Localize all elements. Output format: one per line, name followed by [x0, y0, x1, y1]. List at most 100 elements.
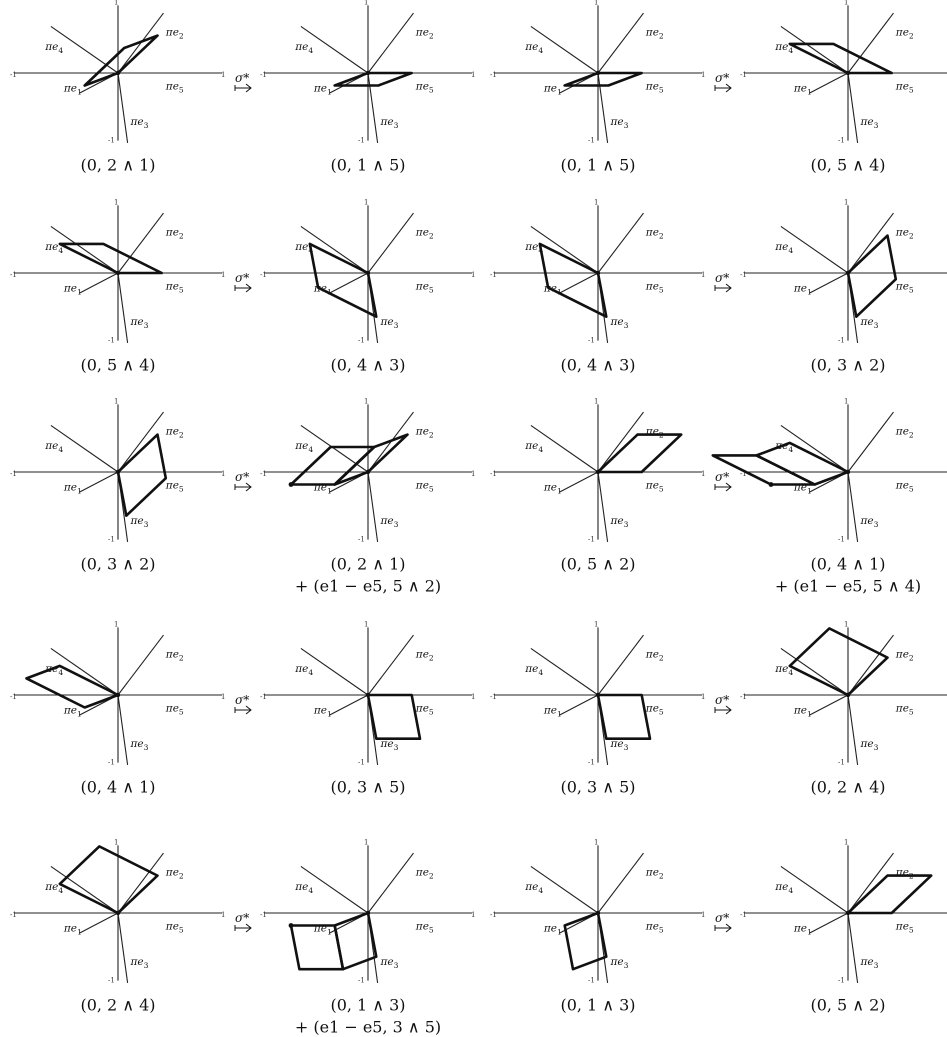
origin-dot	[365, 270, 371, 276]
tick-label: -1	[740, 71, 747, 79]
tick-label: 1	[594, 198, 598, 206]
panel-caption: (0, 3 ∧ 5)	[330, 778, 405, 797]
vector-label-e2: πe2	[415, 648, 434, 662]
vector-label-e1: πe1	[543, 923, 562, 937]
vector-label-e2: πe2	[895, 866, 914, 880]
tick-label: 1	[221, 693, 225, 701]
translated-rhombus-tile	[711, 454, 817, 486]
rhombus-tile	[846, 874, 933, 915]
tick-label: -1	[108, 137, 115, 145]
tick-label: 1	[471, 693, 475, 701]
tick-label: -1	[260, 470, 267, 478]
origin-dot	[595, 910, 601, 916]
tick-label: 1	[471, 911, 475, 919]
vector-label-e5: πe5	[415, 921, 434, 935]
tick-label: 1	[701, 71, 705, 79]
sigma-star-arrow-label: σ*	[235, 470, 249, 484]
panel-caption: (0, 4 ∧ 1)	[80, 778, 155, 797]
tick-label: -1	[108, 337, 115, 345]
vector-label-e3: πe3	[610, 316, 629, 330]
vector-label-e3: πe3	[130, 116, 149, 130]
tick-label: 1	[221, 911, 225, 919]
basis-ray-e2	[847, 212, 894, 274]
vector-label-e5: πe5	[165, 703, 184, 717]
basis-ray-e2	[117, 411, 164, 473]
basis-ray-e2	[847, 852, 894, 914]
sigma-star-arrow-label: σ*	[715, 271, 729, 285]
tick-label: 1	[471, 71, 475, 79]
basis-ray-e4	[50, 865, 119, 914]
tick-label: -1	[588, 137, 595, 145]
tick-label: -1	[10, 71, 17, 79]
basis-ray-e4	[780, 25, 849, 74]
origin-dot	[845, 70, 851, 76]
translated-rhombus-tile	[289, 924, 345, 971]
origin-dot	[595, 469, 601, 475]
vector-label-e3: πe3	[860, 316, 879, 330]
origin-dot	[365, 70, 371, 76]
tick-label: -1	[10, 470, 17, 478]
sigma-star-arrow	[714, 923, 732, 933]
basis-ray-e3	[847, 912, 859, 983]
vector-label-e5: πe5	[165, 281, 184, 295]
basis-ray-e1	[809, 694, 849, 716]
rhombus-tile	[788, 42, 894, 75]
panel-caption: (0, 3 ∧ 2)	[810, 356, 885, 375]
vector-label-e5: πe5	[645, 921, 664, 935]
vector-label-e4: πe4	[294, 663, 313, 677]
vector-label-e1: πe1	[543, 83, 562, 97]
origin-dot	[115, 910, 121, 916]
basis-ray-e1	[809, 72, 849, 94]
panel-caption: (0, 5 ∧ 4)	[810, 156, 885, 175]
origin-dot	[845, 910, 851, 916]
tick-label: 1	[364, 198, 368, 206]
basis-ray-e2	[117, 212, 164, 274]
vector-label-e3: πe3	[860, 956, 879, 970]
basis-ray-e2	[847, 12, 894, 74]
vector-label-e2: πe2	[415, 226, 434, 240]
vector-label-e3: πe3	[860, 116, 879, 130]
basis-ray-e2	[847, 634, 894, 696]
tick-label: 1	[114, 397, 118, 405]
vector-label-e5: πe5	[645, 281, 664, 295]
origin-dot	[845, 692, 851, 698]
vector-label-e4: πe4	[44, 440, 63, 454]
tick-label: -1	[838, 759, 845, 767]
sigma-star-arrow	[234, 923, 252, 933]
panel-caption: (0, 4 ∧ 1)	[810, 555, 885, 574]
vector-label-e1: πe1	[63, 705, 82, 719]
vector-label-e5: πe5	[895, 703, 914, 717]
tick-label: 1	[701, 911, 705, 919]
tick-label: 1	[364, 397, 368, 405]
vector-label-e3: πe3	[130, 956, 149, 970]
tick-label: -1	[838, 337, 845, 345]
tick-label: -1	[588, 536, 595, 544]
vector-label-e4: πe4	[774, 881, 793, 895]
tick-label: -1	[588, 337, 595, 345]
sigma-star-arrow-label: σ*	[235, 71, 249, 85]
vector-label-e1: πe1	[313, 83, 332, 97]
sigma-star-arrow	[714, 83, 732, 93]
vector-label-e2: πe2	[165, 226, 184, 240]
origin-dot	[595, 70, 601, 76]
tick-label: -1	[10, 693, 17, 701]
vector-label-e5: πe5	[645, 81, 664, 95]
vector-label-e5: πe5	[895, 281, 914, 295]
tick-label: -1	[490, 71, 497, 79]
vector-label-e1: πe1	[543, 482, 562, 496]
sigma-star-arrow-label: σ*	[235, 693, 249, 707]
vector-label-e4: πe4	[294, 881, 313, 895]
tick-label: 1	[701, 693, 705, 701]
tick-label: -1	[108, 977, 115, 985]
tick-label: 1	[844, 198, 848, 206]
vector-label-e2: πe2	[645, 866, 664, 880]
basis-ray-e1	[559, 694, 599, 716]
sigma-star-arrow	[234, 705, 252, 715]
